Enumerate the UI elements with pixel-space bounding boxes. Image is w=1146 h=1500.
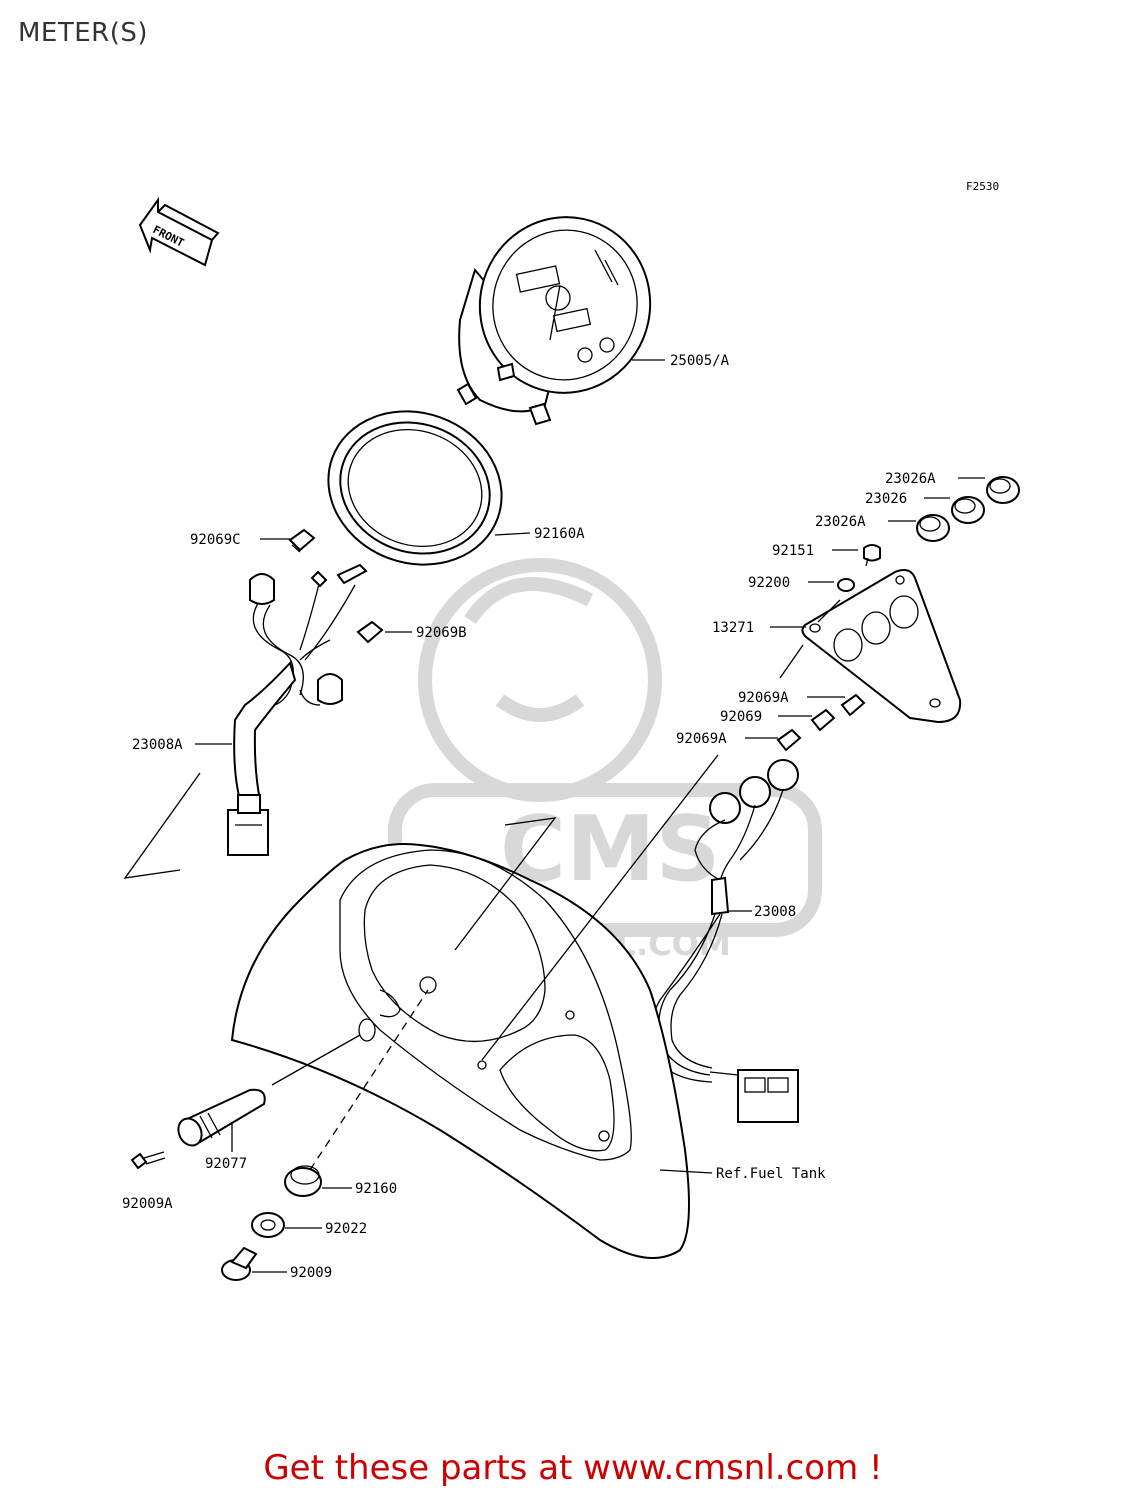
promo-link[interactable]: Get these parts at www.cmsnl.com ! bbox=[263, 1448, 883, 1488]
label-92009: 92009 bbox=[290, 1265, 332, 1281]
bulb-92069A-bottom bbox=[776, 728, 802, 752]
label-23008A: 23008A bbox=[132, 737, 183, 753]
label-92077: 92077 bbox=[205, 1156, 247, 1172]
fuel-tank-meter-cover bbox=[230, 843, 690, 1259]
label-23026A-bottom: 23026A bbox=[815, 514, 866, 530]
screw-92151 bbox=[863, 544, 881, 567]
lens-23026A-bottom bbox=[916, 514, 950, 542]
label-92069: 92069 bbox=[720, 709, 762, 725]
grommet-92160 bbox=[284, 1165, 322, 1197]
label-92069A-top: 92069A bbox=[738, 690, 789, 706]
bulb-92069A-top bbox=[840, 693, 866, 717]
wiring-harness-23008 bbox=[650, 759, 799, 1123]
label-13271: 13271 bbox=[712, 620, 754, 636]
label-92009A: 92009A bbox=[122, 1196, 173, 1212]
speedometer-meter bbox=[456, 216, 652, 426]
page-title: METER(S) bbox=[18, 18, 149, 48]
label-23008: 23008 bbox=[754, 904, 796, 920]
meter-ring-92160A bbox=[327, 410, 503, 566]
bulb-92069 bbox=[810, 708, 836, 732]
label-92160: 92160 bbox=[355, 1181, 397, 1197]
label-92200: 92200 bbox=[748, 575, 790, 591]
label-25005A: 25005/A bbox=[670, 353, 730, 369]
label-92069C: 92069C bbox=[190, 532, 241, 548]
label-23026A-top: 23026A bbox=[885, 471, 936, 487]
front-arrow-icon: FRONT bbox=[138, 196, 220, 267]
label-92022: 92022 bbox=[325, 1221, 367, 1237]
label-92069A-bottom: 92069A bbox=[676, 731, 727, 747]
washer-92022 bbox=[251, 1212, 285, 1238]
label-92069B: 92069B bbox=[416, 625, 467, 641]
bulb-92069B bbox=[356, 620, 384, 644]
screw-92009A bbox=[130, 1151, 166, 1170]
label-23026: 23026 bbox=[865, 491, 907, 507]
bolt-92009 bbox=[221, 1246, 258, 1281]
washer-92200 bbox=[837, 578, 855, 592]
lens-23026A-top bbox=[986, 476, 1020, 504]
wiring-harness-23008A bbox=[227, 563, 368, 856]
lens-23026 bbox=[951, 496, 985, 524]
trip-knob-92077 bbox=[177, 1088, 266, 1147]
bulb-92069C bbox=[288, 528, 316, 553]
label-92160A: 92160A bbox=[534, 526, 585, 542]
label-ref-fuel-tank: Ref.Fuel Tank bbox=[716, 1166, 826, 1182]
label-92151: 92151 bbox=[772, 543, 814, 559]
bracket-13271 bbox=[801, 569, 962, 724]
figure-code: F2530 bbox=[966, 180, 999, 193]
